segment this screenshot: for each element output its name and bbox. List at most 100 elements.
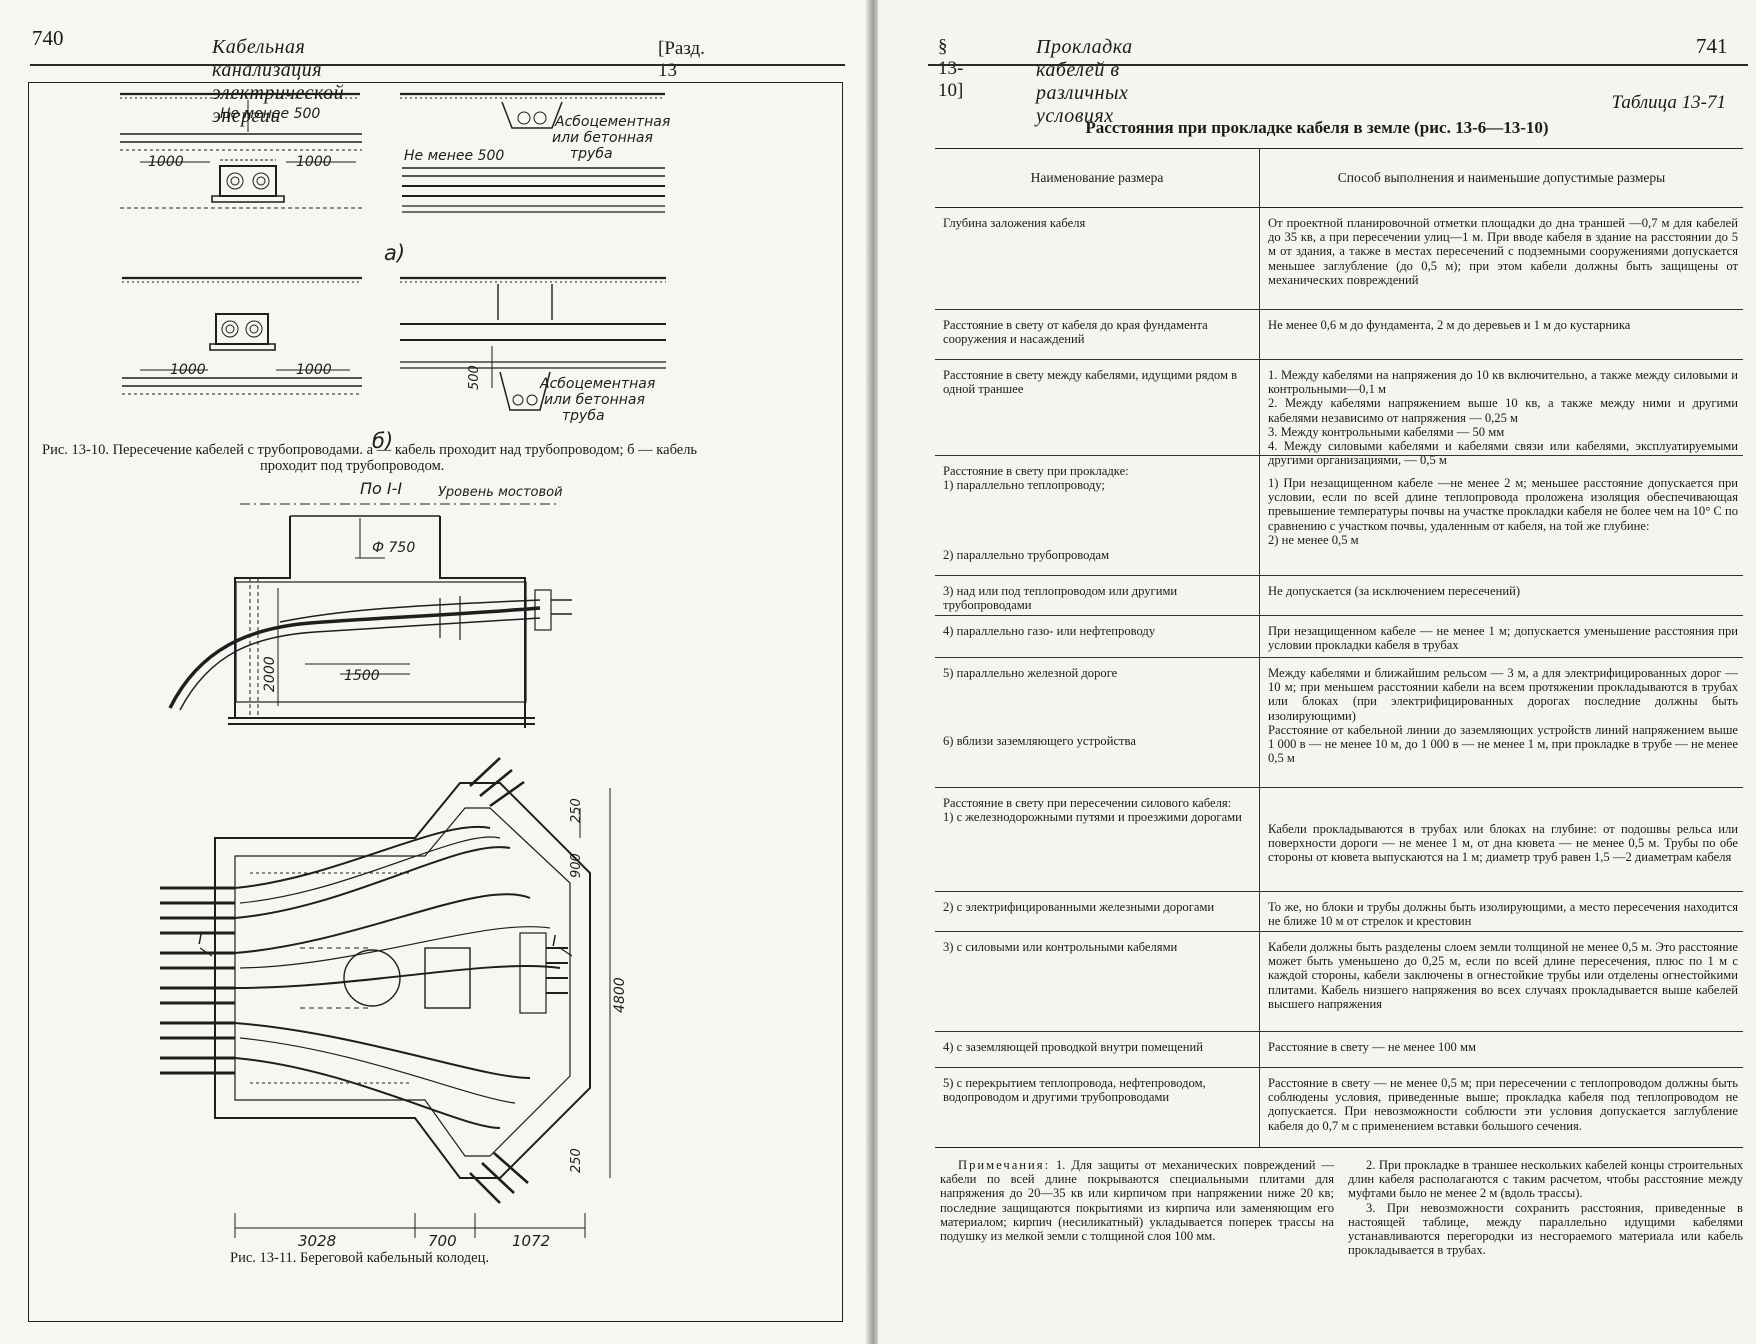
figure-frame: [28, 82, 843, 1322]
table-row: 4) с заземляющей проводкой внутри помеще…: [935, 1032, 1743, 1068]
part-b-label: б): [372, 429, 393, 453]
label-asbestos-b1: Асбоцементная: [539, 376, 655, 392]
row-value-part: 1) При незащищенном кабеле —не менее 2 м…: [1268, 476, 1738, 533]
note-3: 3. При невозможности сохранить расстояни…: [1348, 1200, 1743, 1258]
table-13-71: Наименование размера Способ выполнения и…: [935, 148, 1743, 1148]
label-250-bottom: 250: [569, 1148, 584, 1173]
label-1000-a2: 1000: [296, 154, 332, 170]
row-name: Расстояние в свету при пересечении силов…: [935, 788, 1260, 891]
row-item: 1. Между кабелями на напряжения до 10 кв…: [1268, 368, 1738, 397]
table-row: Расстояние в свету при прокладке: 1) пар…: [935, 456, 1743, 576]
left-page: 740 Кабельная канализация электрической …: [0, 0, 870, 1344]
table-row: 5) параллельно железной дороге 6) вблизи…: [935, 658, 1743, 788]
row-name-line: 1) с железнодорожными путями и проезжими…: [943, 810, 1242, 825]
row-value: Между кабелями и ближайшим рельсом — 3 м…: [1260, 658, 1743, 787]
row-name: 2) с электрифицированными железными доро…: [935, 892, 1260, 931]
table-row: Расстояние в свету при пересечении силов…: [935, 788, 1743, 892]
row-value: Не менее 0,6 м до фундамента, 2 м до дер…: [1268, 318, 1631, 332]
fig-13-10: Не менее 500 1000 1000 Асбоцементная или…: [120, 92, 670, 453]
notes-heading: Примечания:: [958, 1158, 1051, 1172]
row-name: 3) над или под теплопроводом или другими…: [935, 576, 1260, 615]
row-value: Расстояние в свету — не менее 0,5 м; при…: [1268, 1076, 1738, 1133]
row-item: 2. Между кабелями напряжением выше 10 кв…: [1268, 396, 1738, 425]
label-asbestos-a3: труба: [570, 146, 613, 162]
right-page: § 13-10] Прокладка кабелей в различных у…: [878, 0, 1756, 1344]
label-1500: 1500: [344, 668, 380, 684]
right-section-ref: § 13-10]: [938, 36, 964, 101]
fig10a-right: [400, 92, 665, 213]
row-value-part: 2) не менее 0,5 м: [1268, 532, 1359, 547]
notes-left: Примечания: 1. Для защиты от механически…: [940, 1158, 1334, 1243]
row-value: Не допускается (за исключением пересечен…: [1268, 584, 1521, 598]
row-name: Глубина заложения кабеля: [935, 208, 1260, 309]
label-asbestos-b3: труба: [562, 408, 605, 424]
table-label: Таблица 13-71: [1611, 92, 1726, 113]
right-head-rule: [928, 64, 1748, 66]
table-row: Расстояние в свету от кабеля до края фун…: [935, 310, 1743, 360]
header-name: Наименование размера: [935, 149, 1260, 207]
row-name: 4) с заземляющей проводкой внутри помеще…: [935, 1032, 1260, 1067]
table-row: 5) с перекрытием теплопровода, нефтепров…: [935, 1068, 1743, 1148]
row-name: 5) параллельно железной дороге 6) вблизи…: [935, 658, 1260, 787]
row-name: 4) параллельно газо- или нефтепроводу: [935, 616, 1260, 657]
label-not-less-500-a: Не менее 500: [220, 106, 320, 122]
table-header: Наименование размера Способ выполнения и…: [935, 148, 1743, 208]
label-road-level: Уровень мостовой: [438, 485, 563, 500]
fig-13-10-caption-line2: проходит под трубопроводом.: [260, 458, 445, 474]
fig-13-11: По I-I Уровень мостовой Ф 750 2000 1500 …: [160, 479, 628, 1248]
fig-13-11-caption: Рис. 13-11. Береговой кабельный колодец.: [230, 1250, 489, 1266]
label-section-I-I: По I-I: [360, 479, 402, 498]
label-1000-b1: 1000: [170, 362, 206, 378]
label-900: 900: [569, 853, 584, 878]
notes-right: 2. При прокладке в траншее нескольких ка…: [1348, 1158, 1743, 1257]
row-value-part: Расстояние от кабельной линии до заземля…: [1268, 722, 1738, 766]
row-value: При незащищенном кабеле — не менее 1 м; …: [1268, 624, 1738, 653]
fig10b-right: [400, 276, 666, 411]
label-2000: 2000: [262, 656, 278, 692]
row-item: 3. Между контрольными кабелями — 50 мм: [1268, 424, 1505, 439]
right-page-number: 741: [1696, 34, 1728, 58]
label-mark-I-left: I: [198, 930, 203, 948]
label-not-less-500-a-right: Не менее 500: [404, 148, 504, 164]
row-name: Расстояние в свету между кабелями, идущи…: [935, 360, 1260, 455]
fig10b-left: [122, 276, 362, 395]
table-row: 3) над или под теплопроводом или другими…: [935, 576, 1743, 616]
label-mark-I-right: I: [552, 932, 557, 950]
table-title: Расстояния при прокладке кабеля в земле …: [1085, 118, 1549, 137]
table-row: 3) с силовыми или контрольными кабелями …: [935, 932, 1743, 1032]
left-head-rule: [30, 64, 845, 66]
table-row: 4) параллельно газо- или нефтепроводу Пр…: [935, 616, 1743, 658]
row-value: 1. Между кабелями на напряжения до 10 кв…: [1260, 360, 1743, 467]
label-4800: 4800: [612, 977, 628, 1013]
row-name-line: 6) вблизи заземляющего устройства: [943, 734, 1136, 749]
note-1: 1. Для защиты от механических повреждени…: [940, 1158, 1335, 1244]
label-asbestos-a2: или бетонная: [552, 130, 653, 146]
table-row: Расстояние в свету между кабелями, идущи…: [935, 360, 1743, 467]
label-500-b: 500: [467, 365, 482, 390]
label-diameter-750: Ф 750: [372, 540, 415, 556]
row-name: 3) с силовыми или контрольными кабелями: [935, 932, 1260, 1031]
left-section-ref: [Разд. 13: [658, 38, 705, 81]
table-row: Глубина заложения кабеля От проектной пл…: [935, 208, 1743, 310]
row-value: От проектной планировочной отметки площа…: [1268, 216, 1738, 287]
label-1000-b2: 1000: [296, 362, 332, 378]
row-name-line: Расстояние в свету при прокладке:: [943, 464, 1129, 478]
label-3028: 3028: [298, 1232, 336, 1248]
part-a-label: а): [384, 241, 405, 265]
row-value: То же, но блоки и трубы должны быть изол…: [1268, 900, 1738, 929]
row-name-line: 5) параллельно железной дороге: [943, 666, 1118, 680]
right-running-title: Прокладка кабелей в различных условиях: [1036, 36, 1133, 127]
left-page-number: 740: [32, 26, 64, 50]
row-value: Расстояние в свету — не менее 100 мм: [1268, 1040, 1476, 1054]
fig-13-10-caption-line1: Рис. 13-10. Пересечение кабелей с трубоп…: [42, 442, 698, 458]
header-method: Способ выполнения и наименьшие допустимы…: [1337, 170, 1666, 185]
label-1000-a1: 1000: [148, 154, 184, 170]
label-700: 700: [428, 1232, 457, 1248]
row-value-part: Между кабелями и ближайшим рельсом — 3 м…: [1268, 666, 1738, 723]
row-name-line: 2) параллельно трубопроводам: [943, 548, 1110, 563]
row-value: Кабели прокладываются в трубах или блока…: [1260, 788, 1743, 891]
table-row: 2) с электрифицированными железными доро…: [935, 892, 1743, 932]
label-asbestos-b2: или бетонная: [544, 392, 645, 408]
label-250-top: 250: [569, 798, 584, 823]
fig11-section: [168, 503, 572, 728]
